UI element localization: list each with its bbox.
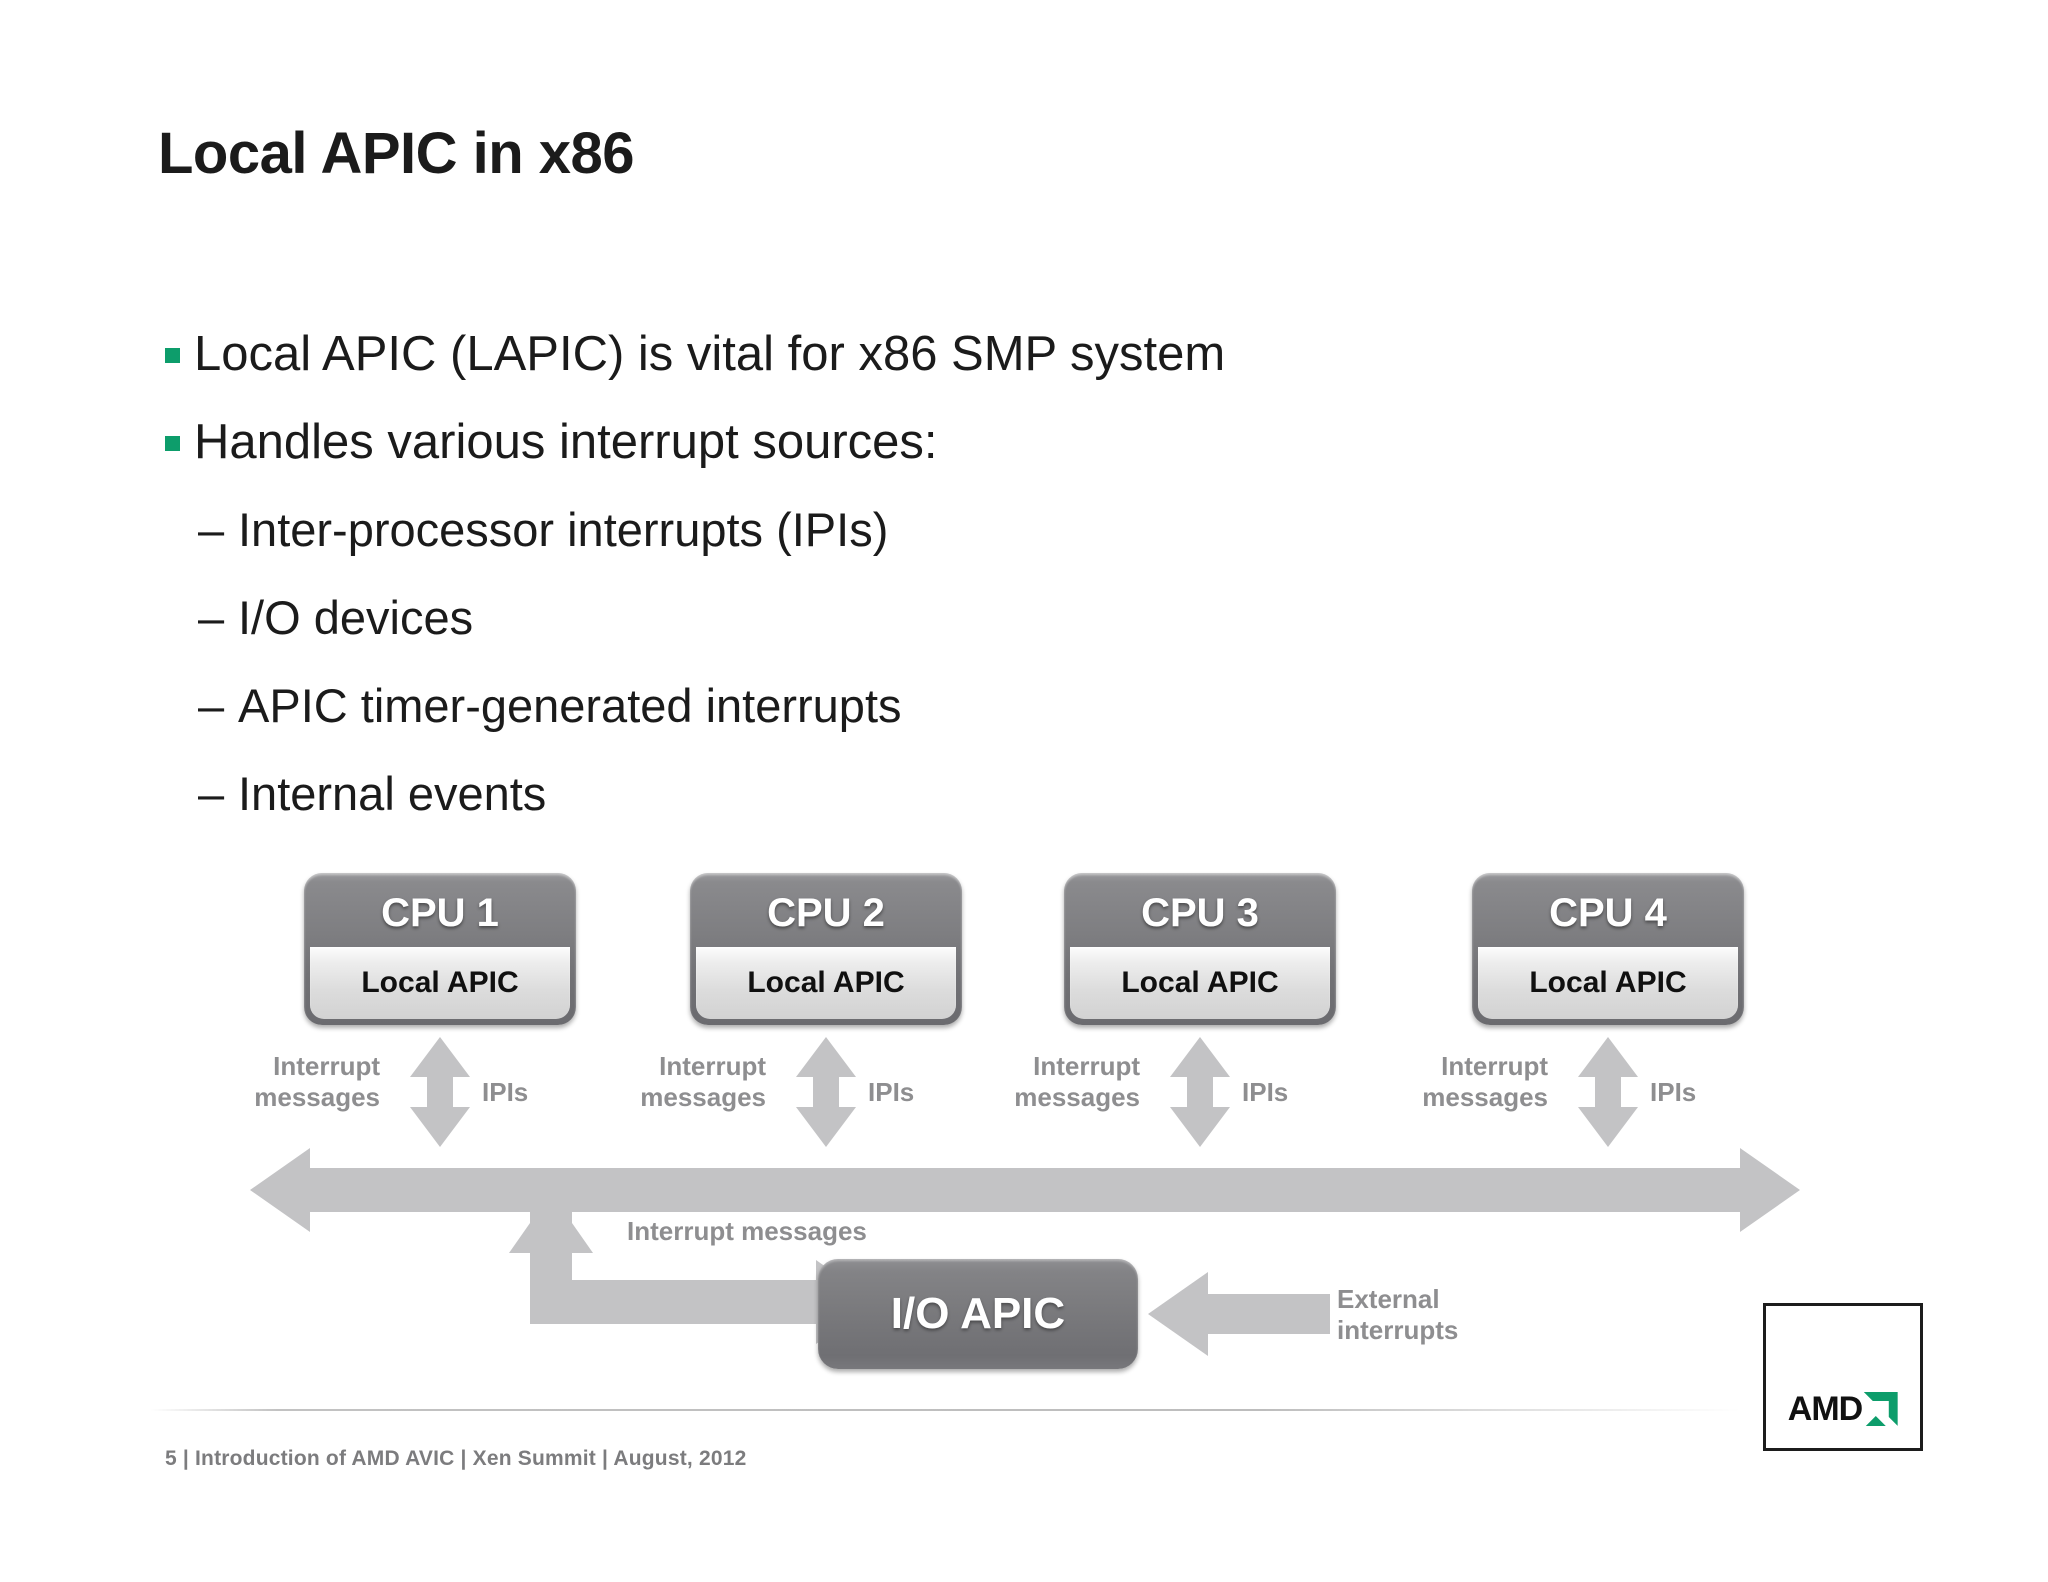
square-bullet-icon (165, 348, 180, 363)
bullet-item-2: Handles various interrupt sources: (160, 398, 1660, 486)
ioapic-interrupt-messages-label: Interrupt messages (627, 1216, 867, 1246)
amd-logo: AMD (1763, 1303, 1923, 1451)
dash-bullet-icon: – (198, 767, 225, 820)
ipis-label-3: IPIs (1242, 1077, 1289, 1107)
ipis-label-4: IPIs (1650, 1077, 1697, 1107)
cpu-box-2[interactable]: CPU 2 Local APIC (690, 873, 962, 1025)
square-bullet-icon (165, 436, 180, 451)
amd-arrow-icon (1864, 1392, 1899, 1426)
cpu-title: CPU 2 (767, 891, 885, 935)
local-apic-box: Local APIC (696, 947, 956, 1019)
footer-divider (150, 1409, 1740, 1411)
external-interrupts-arrow (1148, 1272, 1330, 1356)
bullet-item-4: – I/O devices (160, 574, 1660, 662)
bullet-list: Local APIC (LAPIC) is vital for x86 SMP … (160, 310, 1660, 838)
cpu-title: CPU 3 (1141, 891, 1259, 935)
local-apic-box: Local APIC (1070, 947, 1330, 1019)
interrupt-messages-label-2: Interrupt messages (640, 1051, 766, 1112)
cpu-box-3[interactable]: CPU 3 Local APIC (1064, 873, 1336, 1025)
interrupt-messages-label-3: Interrupt messages (1014, 1051, 1140, 1112)
footer-text: 5 | Introduction of AMD AVIC | Xen Summi… (165, 1447, 747, 1470)
dash-bullet-icon: – (198, 591, 225, 644)
io-apic-label: I/O APIC (890, 1289, 1066, 1338)
amd-wordmark: AMD (1787, 1390, 1863, 1428)
cpu-title: CPU 4 (1549, 891, 1667, 935)
local-apic-box: Local APIC (310, 947, 570, 1019)
interrupt-messages-label-4: Interrupt messages (1422, 1051, 1548, 1112)
ipi-double-arrow-cpu3 (1170, 1037, 1230, 1147)
ipi-double-arrow-cpu1 (410, 1037, 470, 1147)
ipis-label-2: IPIs (868, 1077, 915, 1107)
bullet-text: Inter-processor interrupts (IPIs) (238, 503, 889, 556)
bullet-item-1: Local APIC (LAPIC) is vital for x86 SMP … (160, 310, 1660, 398)
page-title: Local APIC in x86 (158, 121, 635, 186)
ipi-double-arrow-cpu2 (796, 1037, 856, 1147)
cpu-title: CPU 1 (381, 891, 499, 935)
cpu-box-1[interactable]: CPU 1 Local APIC (304, 873, 576, 1025)
io-apic-box[interactable]: I/O APIC (818, 1259, 1138, 1369)
interrupt-messages-label-1: Interrupt messages (254, 1051, 380, 1112)
bus-up-arrowhead (509, 1193, 593, 1253)
bullet-item-3: – Inter-processor interrupts (IPIs) (160, 486, 1660, 574)
bullet-text: I/O devices (238, 591, 474, 644)
external-interrupts-label: External interrupts (1337, 1284, 1459, 1345)
bullet-text: Handles various interrupt sources: (194, 415, 938, 469)
local-apic-label: Local APIC (747, 966, 905, 999)
bullet-text: Internal events (238, 767, 547, 820)
local-apic-label: Local APIC (1121, 966, 1279, 999)
ipis-label-1: IPIs (482, 1077, 529, 1107)
dash-bullet-icon: – (198, 503, 225, 556)
local-apic-box: Local APIC (1478, 947, 1738, 1019)
local-apic-label: Local APIC (361, 966, 519, 999)
bullet-text: APIC timer-generated interrupts (238, 679, 902, 732)
dash-bullet-icon: – (198, 679, 225, 732)
cpu-box-4[interactable]: CPU 4 Local APIC (1472, 873, 1744, 1025)
interrupt-bus-arrow (250, 1148, 1800, 1232)
amd-logo-mark: AMD (1787, 1390, 1899, 1428)
bullet-item-6: – Internal events (160, 750, 1660, 838)
bullet-item-5: – APIC timer-generated interrupts (160, 662, 1660, 750)
bullet-text: Local APIC (LAPIC) is vital for x86 SMP … (194, 327, 1226, 381)
local-apic-label: Local APIC (1529, 966, 1687, 999)
ipi-double-arrow-cpu4 (1578, 1037, 1638, 1147)
